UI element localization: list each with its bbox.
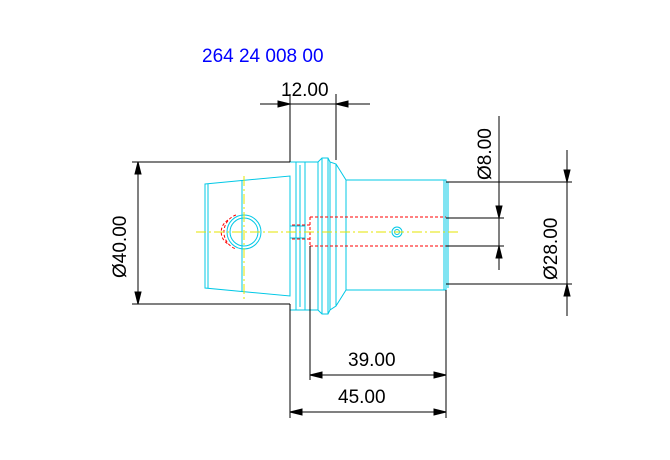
dim-shank-length: 39.00 <box>348 350 396 371</box>
dim-shank-diameter: Ø28.00 <box>541 218 562 280</box>
centerlines <box>196 176 460 300</box>
dim-bore-diameter: Ø8.00 <box>475 128 496 180</box>
collar <box>305 157 347 315</box>
dim-overall-length: 45.00 <box>338 387 386 408</box>
tapered-head <box>204 175 291 297</box>
dimension-lines <box>132 94 572 418</box>
flange-body <box>290 161 306 311</box>
part-number: 264 24 008 00 <box>202 46 324 67</box>
shank <box>346 179 447 291</box>
dim-outer-diameter: Ø40.00 <box>110 216 131 278</box>
part-outline <box>204 157 449 315</box>
dim-flange-width: 12.00 <box>281 80 329 101</box>
